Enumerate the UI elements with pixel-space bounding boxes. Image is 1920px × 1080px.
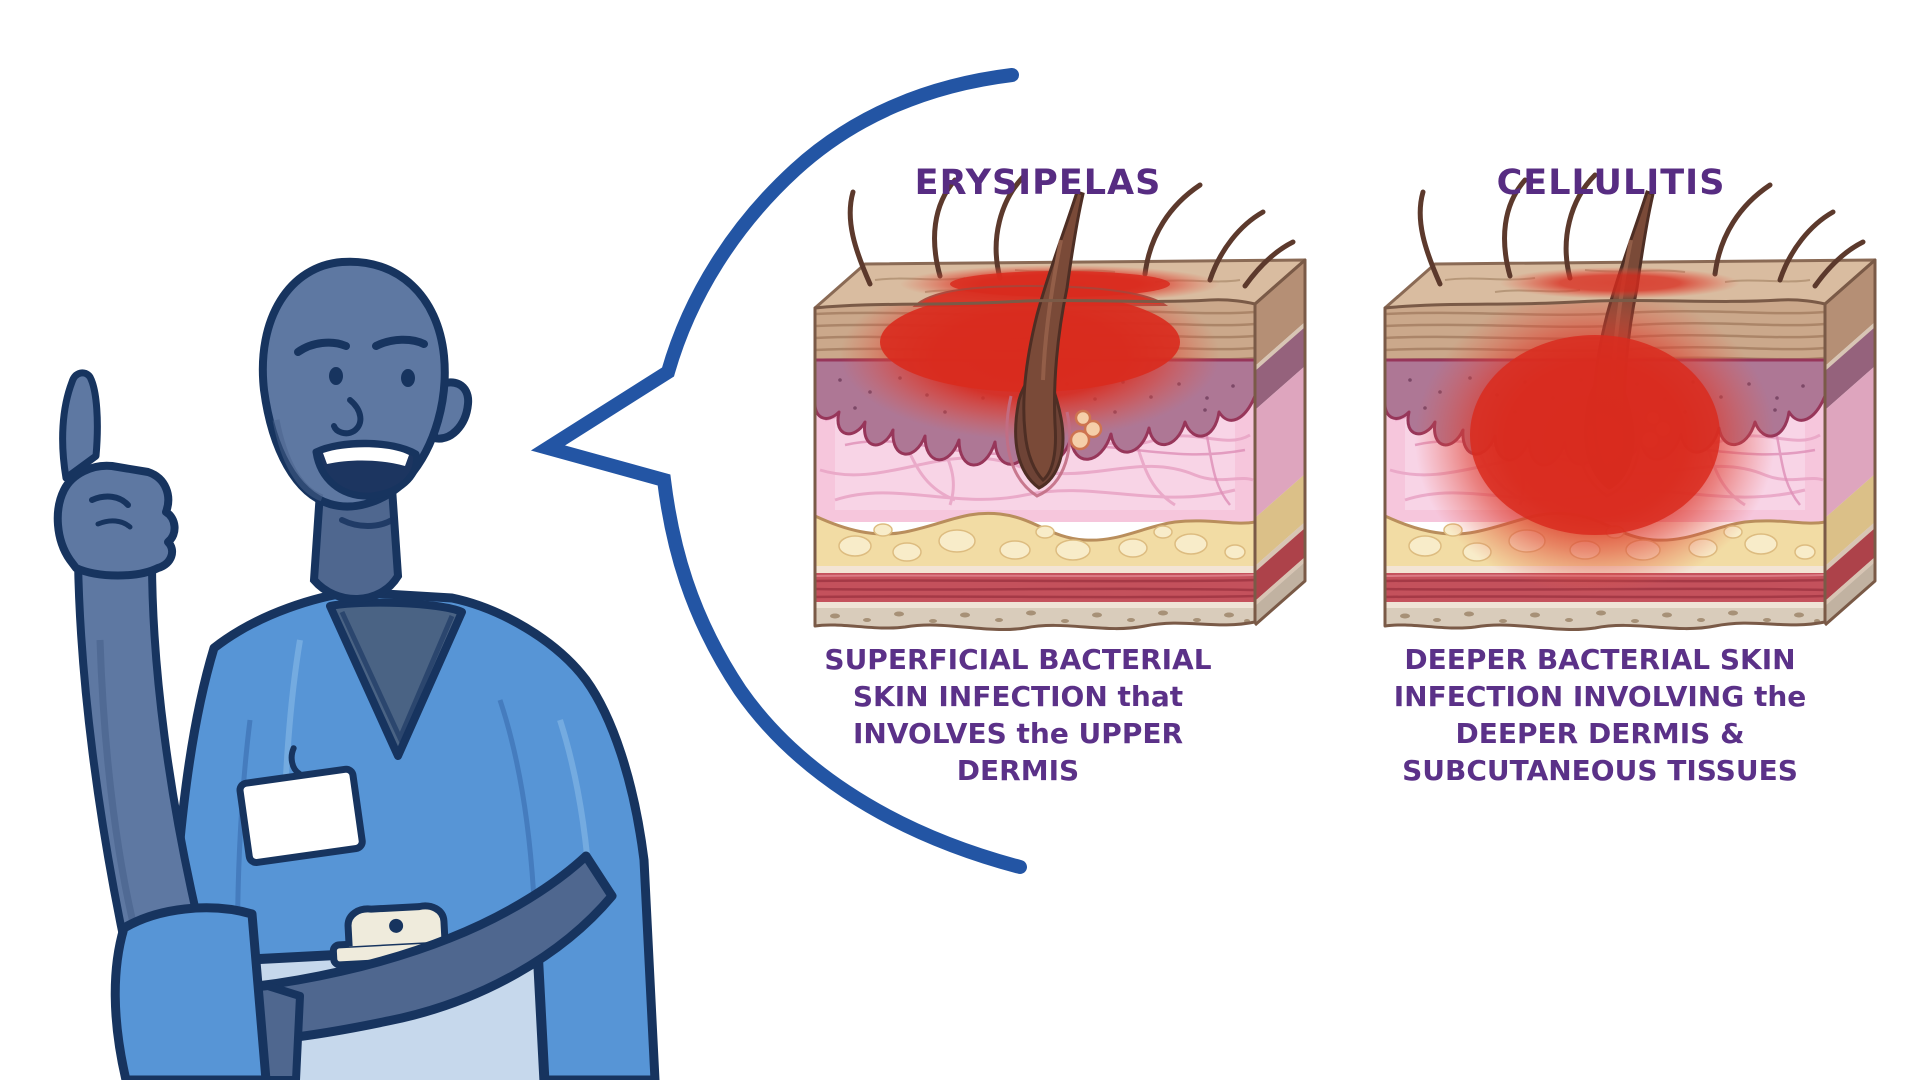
caption-line: DEEPER DERMIS &: [1455, 717, 1745, 750]
eye: [329, 367, 343, 385]
caption-line: DERMIS: [956, 754, 1080, 787]
caption-line: SUBCUTANEOUS TISSUES: [1402, 754, 1798, 787]
caption-line: SKIN INFECTION that: [852, 680, 1184, 713]
erysipelas-title: ERYSIPELAS: [914, 163, 1162, 203]
caption-line: SUPERFICIAL BACTERIAL: [824, 643, 1212, 676]
head: [258, 257, 473, 529]
nose: [331, 397, 364, 437]
caption-line: INVOLVES the UPPER: [852, 717, 1184, 750]
caption-line: INFECTION INVOLVING the: [1393, 680, 1807, 713]
id-badge: [236, 745, 366, 866]
cellulitis-title: CELLULITIS: [1496, 163, 1726, 203]
caption-line: DEEPER BACTERIAL SKIN: [1404, 643, 1796, 676]
cellulitis-skin-diagram: [1383, 175, 1875, 630]
pointing-arm: [53, 369, 271, 1080]
neck: [309, 483, 403, 603]
eye: [401, 369, 415, 387]
clinician-character: [53, 257, 660, 1080]
cellulitis-inflammation: [1415, 267, 1775, 595]
erysipelas-caption: SUPERFICIAL BACTERIAL SKIN INFECTION tha…: [788, 641, 1248, 789]
pointing-finger: [59, 369, 101, 482]
cellulitis-caption: DEEPER BACTERIAL SKIN INFECTION INVOLVIN…: [1370, 641, 1830, 789]
eyebrow: [294, 338, 350, 356]
vneck-collar: [326, 598, 466, 760]
speech-bubble: [530, 68, 1027, 874]
erysipelas-skin-diagram: [813, 175, 1305, 630]
mouth: [312, 439, 421, 500]
eyebrow: [372, 335, 428, 350]
